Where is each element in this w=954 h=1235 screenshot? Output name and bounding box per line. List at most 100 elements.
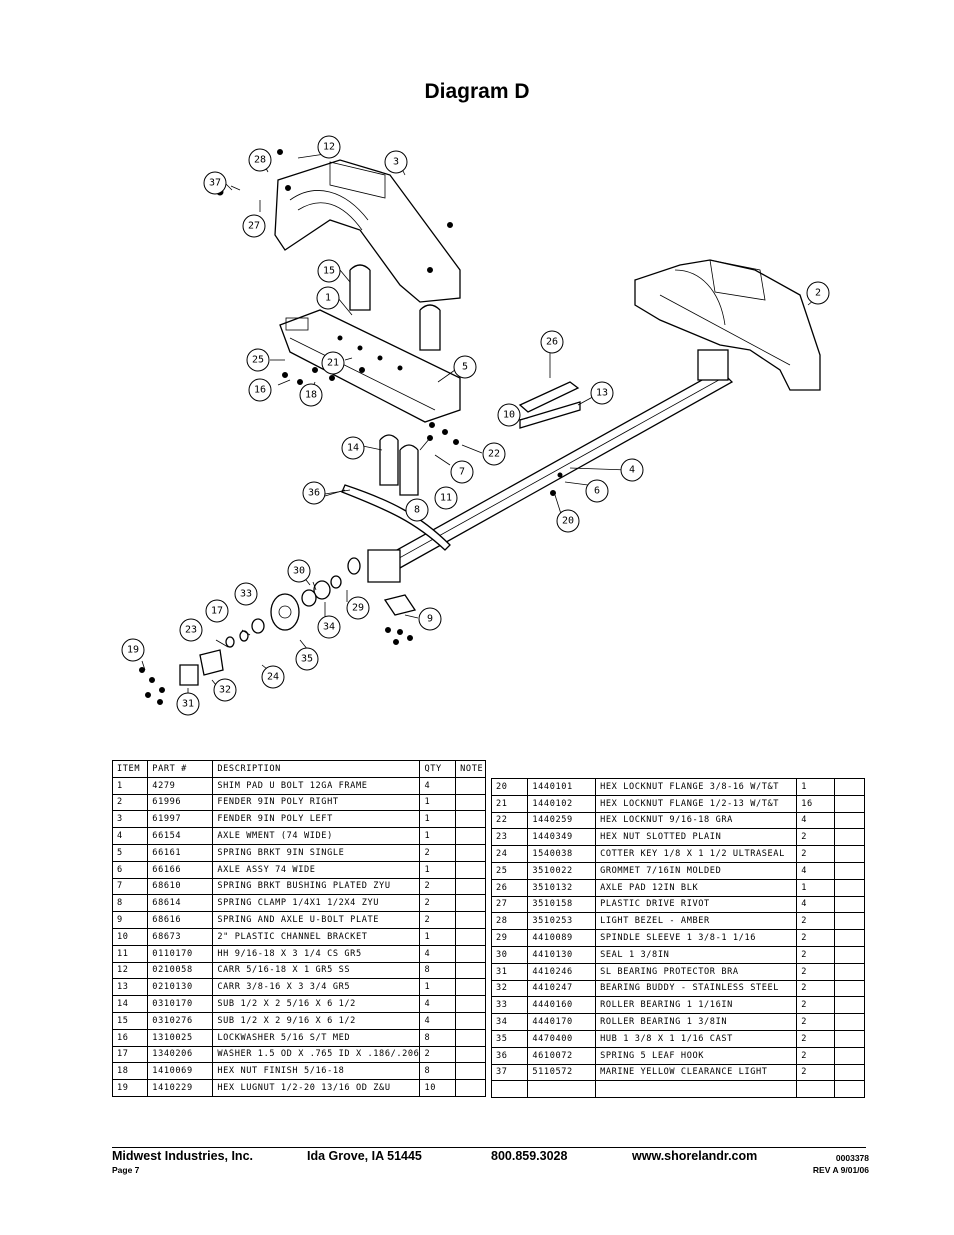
cell-description: AXLE WMENT (74 WIDE) — [212, 827, 421, 845]
cell-note — [833, 912, 866, 931]
cell-item: 28 — [490, 912, 529, 931]
cell-item: 16 — [111, 1028, 149, 1047]
cell-qty: 1 — [419, 827, 457, 845]
cell-note — [455, 911, 486, 929]
cell-part: 3510253 — [527, 912, 597, 931]
cell-note — [833, 861, 866, 880]
footer-phone: 800.859.3028 — [491, 1149, 568, 1163]
svg-text:8: 8 — [414, 505, 420, 516]
callout-30: 30 — [287, 559, 311, 583]
cell-description: HEX LOCKNUT 9/16-18 GRA — [595, 811, 798, 830]
cell-description: HEX LOCKNUT FLANGE 1/2-13 W/T&T — [595, 794, 798, 813]
cell-note — [833, 945, 866, 964]
callout-20: 20 — [556, 509, 580, 533]
callout-16: 16 — [248, 378, 272, 402]
svg-text:16: 16 — [254, 385, 266, 396]
cell-part: 66166 — [147, 860, 214, 879]
cell-qty: 1 — [419, 810, 457, 829]
cell-description: HUB 1 3/8 X 1 1/16 CAST — [595, 1029, 798, 1048]
page-title: Diagram D — [424, 80, 530, 103]
cell-qty: 2 — [796, 1013, 835, 1031]
callout-26: 26 — [540, 330, 564, 354]
cell-note — [833, 895, 866, 914]
cell-description: AXLE PAD 12IN BLK — [595, 878, 798, 897]
svg-text:26: 26 — [546, 337, 558, 348]
callout-8: 8 — [405, 498, 429, 522]
callout-25: 25 — [246, 348, 270, 372]
cell-description: HEX LUGNUT 1/2-20 13/16 OD Z&U — [212, 1079, 421, 1097]
svg-text:14: 14 — [347, 443, 359, 454]
cell-description: SUB 1/2 X 2 5/16 X 6 1/2 — [212, 995, 421, 1013]
cell-part: 0310170 — [147, 995, 214, 1013]
callout-17: 17 — [205, 599, 229, 623]
cell-description: LIGHT BEZEL - AMBER — [595, 912, 798, 931]
right-fender — [634, 259, 821, 391]
svg-text:33: 33 — [240, 589, 252, 600]
svg-text:13: 13 — [596, 388, 608, 399]
cell-description: MARINE YELLOW CLEARANCE LIGHT — [595, 1063, 798, 1082]
cell-part: 4410246 — [527, 962, 597, 981]
callout-28: 28 — [248, 148, 272, 172]
cell-part: 0110170 — [147, 944, 214, 963]
callout-9: 9 — [418, 607, 442, 631]
cell-qty: 2 — [419, 843, 457, 862]
cell-note — [833, 794, 866, 813]
header-item: ITEM — [111, 760, 149, 778]
cell-qty: 2 — [796, 945, 835, 964]
cell-item: 19 — [111, 1079, 149, 1097]
cell-item: 37 — [490, 1063, 529, 1082]
cell-qty: 2 — [419, 894, 457, 913]
cell-note — [455, 944, 486, 963]
cell-item: 9 — [111, 911, 149, 929]
svg-text:15: 15 — [323, 266, 335, 277]
cell-empty — [527, 1080, 597, 1099]
svg-text:27: 27 — [248, 221, 260, 232]
callout-6: 6 — [585, 479, 609, 503]
cell-description: CARR 5/16-18 X 1 GR5 SS — [212, 961, 421, 980]
svg-text:24: 24 — [267, 672, 279, 683]
cell-description: HEX NUT FINISH 5/16-18 — [212, 1062, 421, 1081]
cell-qty: 2 — [796, 828, 835, 847]
header-qty: QTY — [419, 760, 457, 778]
cell-item: 15 — [111, 1011, 149, 1030]
cell-description: SPRING BRKT 9IN SINGLE — [212, 843, 421, 862]
cell-description: COTTER KEY 1/8 X 1 1/2 ULTRASEAL — [595, 845, 798, 863]
cell-part: 3510132 — [527, 878, 597, 897]
callout-3: 3 — [384, 150, 408, 174]
callout-23: 23 — [179, 618, 203, 642]
cell-note — [833, 1029, 866, 1048]
cell-note — [455, 927, 486, 946]
callout-32: 32 — [213, 678, 237, 702]
cell-qty: 4 — [419, 995, 457, 1013]
cell-qty: 2 — [796, 962, 835, 981]
callout-7: 7 — [450, 460, 474, 484]
cell-part: 4610072 — [527, 1046, 597, 1065]
cell-part: 4410089 — [527, 929, 597, 947]
cell-note — [455, 793, 486, 812]
cell-part: 4440170 — [527, 1013, 597, 1031]
svg-text:34: 34 — [323, 622, 335, 633]
cell-note — [455, 1079, 486, 1097]
footer-city: Ida Grove, IA 51445 — [307, 1149, 422, 1163]
cell-description: GROMMET 7/16IN MOLDED — [595, 861, 798, 880]
cell-part: 5110572 — [527, 1063, 597, 1082]
cell-qty: 2 — [419, 877, 457, 896]
svg-text:6: 6 — [594, 486, 600, 497]
left-fender — [274, 159, 461, 303]
cell-description: HEX NUT SLOTTED PLAIN — [595, 828, 798, 847]
cell-part: 1410229 — [147, 1079, 214, 1097]
cell-note — [455, 810, 486, 829]
cell-item: 26 — [490, 878, 529, 897]
svg-text:19: 19 — [127, 645, 139, 656]
svg-text:9: 9 — [427, 614, 433, 625]
